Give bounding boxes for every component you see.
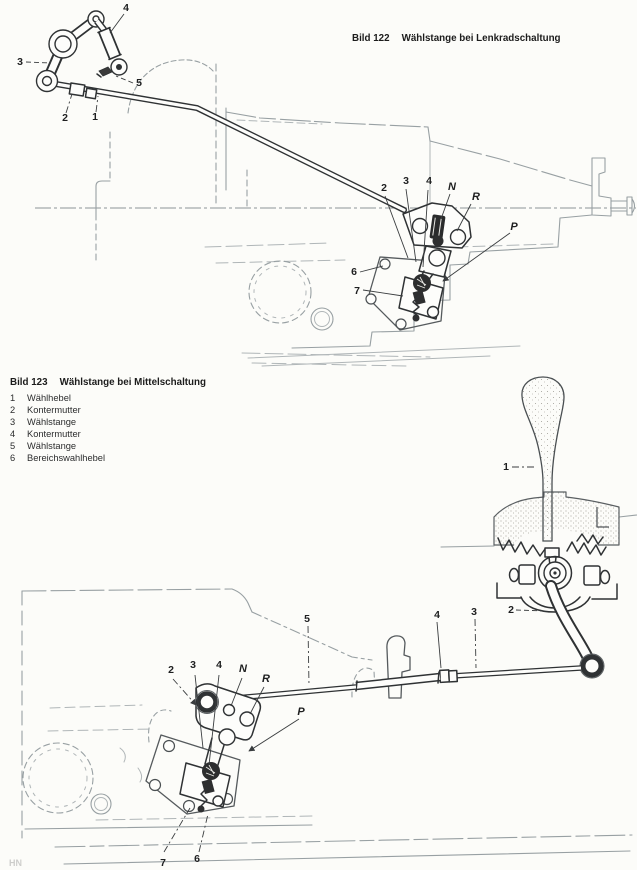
fig123-caption-id: Bild 123 — [10, 377, 48, 388]
selector-rod-fig122 — [47, 80, 407, 213]
callout-bracket-4: 4 — [426, 175, 432, 187]
fig123-caption: Bild 123 Wählstange bei Mittelschaltung — [10, 377, 206, 388]
callout-2: 2 — [62, 112, 68, 124]
callout-bracket-3: 3 — [403, 175, 409, 187]
fig123-caption-legend: Bild 123 Wählstange bei Mittelschaltung 1… — [10, 377, 206, 464]
lever-pivot-joint — [496, 555, 618, 613]
selector-rod-fig123 — [213, 580, 605, 703]
steering-shift-linkage — [35, 10, 128, 100]
callout-bracket-7: 7 — [354, 285, 360, 297]
fig122-caption-title: Wählstange bei Lenkradschaltung — [401, 33, 561, 44]
callout-leaders-fig122 — [25, 13, 511, 297]
callout-bracket-4: 4 — [216, 659, 222, 671]
footer-mark: HN — [9, 858, 22, 868]
boot-spring-left — [497, 537, 546, 557]
callout-rod-5: 5 — [304, 613, 310, 625]
callout-bracket-7: 7 — [160, 857, 166, 869]
callout-bracket-2: 2 — [168, 664, 174, 676]
callout-5: 5 — [136, 77, 142, 89]
fig122-caption-id: Bild 122 — [352, 33, 390, 44]
boot-spring-right — [566, 541, 607, 556]
callout-1: 1 — [92, 111, 98, 123]
shift-bracket-fig122 — [365, 202, 472, 331]
callout-pos-P: P — [297, 706, 305, 718]
callout-bracket-6: 6 — [194, 853, 200, 865]
callout-pos-N: N — [448, 181, 457, 193]
fig123-diagram: 1 2 3 4 5 2 3 4 N R P 6 7 — [21, 376, 637, 869]
transmission-outline-fig122 — [35, 59, 636, 367]
callout-bracket-6: 6 — [351, 266, 357, 278]
callout-lever-1: 1 — [503, 461, 509, 473]
callout-lever-2: 2 — [508, 604, 514, 616]
callout-leaders-fig123 — [163, 466, 549, 853]
callout-rod-3: 3 — [471, 606, 477, 618]
callout-nut-4: 4 — [434, 609, 440, 621]
shift-bracket-fig123 — [145, 683, 262, 815]
callout-pos-N: N — [239, 663, 248, 675]
fig122-caption: Bild 122 Wählstange bei Lenkradschaltung — [352, 33, 561, 44]
fig122-diagram: 3 4 5 2 1 2 3 4 N R P 6 7 — [17, 2, 636, 367]
shifter-base — [493, 491, 620, 562]
callout-bracket-3: 3 — [190, 659, 196, 671]
callout-4: 4 — [123, 2, 129, 14]
transmission-outline-fig123 — [21, 514, 637, 865]
fig123-caption-title: Wählstange bei Mittelschaltung — [59, 377, 207, 388]
callout-bracket-2: 2 — [381, 182, 387, 194]
callout-pos-R: R — [472, 191, 480, 203]
callout-pos-P: P — [510, 221, 518, 233]
callout-pos-R: R — [262, 673, 270, 685]
callout-3: 3 — [17, 56, 23, 68]
